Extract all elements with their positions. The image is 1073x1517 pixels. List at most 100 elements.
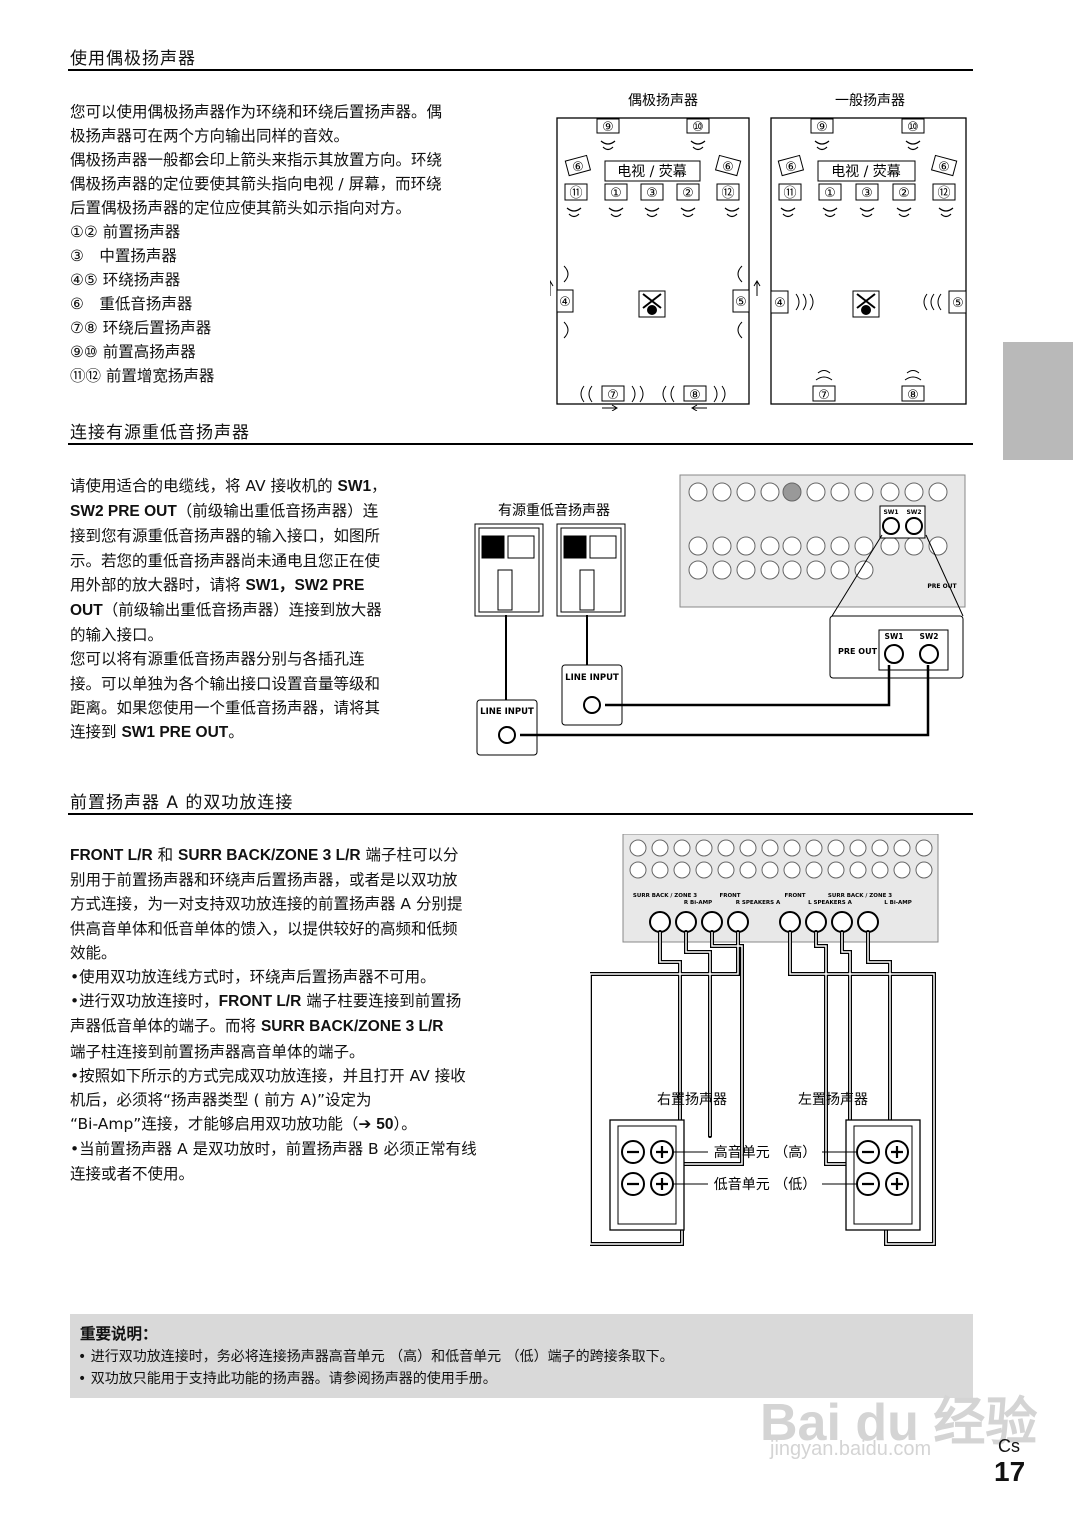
important-note-title: 重要说明： (80, 1325, 158, 1343)
section-rule (68, 813, 973, 815)
bold-term: SW2 PRE OUT (70, 503, 177, 521)
bold-term: 50 (376, 1116, 394, 1134)
speaker-9: ⑨ (602, 120, 614, 135)
bold-term: SURR BACK/ZONE 3 L/R (260, 1018, 444, 1036)
section-rule (68, 69, 973, 71)
text-line: 偶极扬声器一般都会印上箭头来指示其放置方向。环绕 (70, 151, 443, 169)
text-line: 接。可以单独为各个输出接口设置音量等级和 (70, 672, 387, 696)
speaker-6: ⑥ (938, 160, 950, 175)
text-segment: 别用于前置扬声器和环绕声后置扬声器，或者是以双功放 (70, 871, 458, 890)
line-input-label: LINE INPUT (480, 707, 534, 717)
section-title-subwoofer: 连接有源重低音扬声器 (70, 423, 250, 443)
text-segment: 距离。如果您使用一个重低音扬声器，请将其 (70, 698, 381, 717)
text-line: 连接到 SW1 PRE OUT。 (70, 720, 387, 745)
left-speaker-label: 左置扬声器 (798, 1092, 868, 1108)
sw1-label: SW1 (883, 509, 898, 516)
important-note-item: • 进行双功放连接时，务必将连接扬声器高音单元 （高）和低音单元 （低）端子的跨… (78, 1349, 674, 1365)
text-line: •按照如下所示的方式完成双功放连接，并且打开 AV 接收 (70, 1064, 477, 1088)
panel-label: R SPEAKERS A (736, 900, 781, 906)
dipole-text: 您可以使用偶极扬声器作为环绕和环绕后置扬声器。偶 极扬声器可在两个方向输出同样的… (70, 100, 442, 388)
text-segment: •进行双功放连接时， (70, 992, 219, 1011)
text-line: 后置偶极扬声器的定位应使其箭头如示指向对方。 (70, 199, 412, 217)
biamp-text: FRONT L/R 和 SURR BACK/ZONE 3 L/R 端子柱可以分别… (70, 843, 477, 1186)
text-segment: 用外部的放大器时，请将 (70, 575, 246, 594)
text-segment: •按照如下所示的方式完成双功放连接，并且打开 AV 接收 (70, 1066, 466, 1085)
speaker-6: ⑥ (722, 160, 734, 175)
sw1-label: SW1 (885, 632, 904, 641)
text-line: “Bi-Amp”连接，才能够启用双功放功能（➔ 50）。 (70, 1112, 477, 1137)
text-segment: 方式连接，为一对支持双功放连接的前置扬声器 A 分别提 (70, 895, 463, 914)
text-line: 效能。 (70, 941, 477, 965)
speaker-2: ② (682, 186, 694, 201)
text-line: 您可以使用偶极扬声器作为环绕和环绕后置扬声器。偶 (70, 103, 443, 121)
panel-label: L Bi-AMP (884, 900, 912, 906)
sw2-label: SW2 (920, 632, 939, 641)
text-line: FRONT L/R 和 SURR BACK/ZONE 3 L/R 端子柱可以分 (70, 843, 477, 868)
text-line: 供高音单体和低音单体的馈入，以提供较好的高频和低频 (70, 917, 477, 941)
text-segment: 供高音单体和低音单体的馈入，以提供较好的高频和低频 (70, 919, 458, 938)
text-segment: 端子柱连接到前置扬声器高音单体的端子。 (70, 1042, 365, 1061)
text-segment: 接到您有源重低音扬声器的输入接口，如图所 (70, 527, 381, 546)
speaker-layout-diagram: 偶极扬声器 一般扬声器 ⑨ ⑩ 电视 / 荧幕 ⑥ ⑥ ⑪ ① ③ ② ⑫ ④ … (550, 93, 967, 411)
speaker-12: ⑫ (721, 186, 734, 201)
text-segment: •使用双功放连线方式时，环绕声后置扬声器不可用。 (70, 968, 436, 987)
text-line: 接到您有源重低音扬声器的输入接口，如图所 (70, 524, 387, 548)
text-line: 用外部的放大器时，请将 SW1，SW2 PRE (70, 573, 387, 598)
tweeter-label: 高音单元 （高） (714, 1144, 816, 1161)
text-line: 方式连接，为一对支持双功放连接的前置扬声器 A 分别提 (70, 892, 477, 916)
text-segment: （前级输出重低音扬声器）连接到放大器 (102, 601, 382, 620)
speaker-8: ⑧ (689, 388, 701, 403)
text-segment: 连接到 (70, 723, 122, 742)
text-line: 连接或者不使用。 (70, 1162, 477, 1186)
panel-label: SURR BACK / ZONE 3 (633, 893, 697, 899)
text-line: 机后，必须将“扬声器类型 ( 前方 A)”设定为 (70, 1088, 477, 1112)
line-input-label: LINE INPUT (565, 673, 619, 683)
text-line: 声器低音单体的端子。而将 SURR BACK/ZONE 3 L/R (70, 1014, 477, 1039)
biamp-diagram: SURR BACK / ZONE 3 R Bi-AMP FRONT R SPEA… (590, 834, 939, 1246)
text-line: 您可以将有源重低音扬声器分别与各插孔连 (70, 647, 387, 671)
legend-item: ⑦⑧ 环绕后置扬声器 (70, 319, 212, 337)
section-title-biamp: 前置扬声器 A 的双功放连接 (70, 793, 294, 813)
speaker-3: ③ (646, 186, 658, 201)
text-line: •使用双功放连线方式时，环绕声后置扬声器不可用。 (70, 965, 477, 989)
right-speaker-label: 右置扬声器 (657, 1092, 727, 1108)
speaker-8: ⑧ (907, 388, 919, 403)
text-segment: ， (371, 477, 387, 495)
text-line: 极扬声器可在两个方向输出同样的音效。 (70, 127, 350, 145)
legend-item: ⑪⑫ 前置增宽扬声器 (70, 367, 215, 385)
text-segment: 。 (228, 723, 244, 742)
watermark-logo: Bai du 经验 (760, 1394, 1038, 1452)
legend-item: ④⑤ 环绕扬声器 (70, 271, 181, 289)
text-line: 示。若您的重低音扬声器尚未通电且您正在使 (70, 549, 387, 573)
bold-term: SW1 (337, 478, 372, 495)
text-segment: 您可以将有源重低音扬声器分别与各插孔连 (70, 650, 365, 669)
panel-label: SURR BACK / ZONE 3 (828, 893, 892, 899)
pre-out-label: PRE OUT (838, 647, 878, 656)
speaker-1: ① (610, 186, 622, 201)
text-segment: ）。 (393, 1115, 417, 1134)
bold-term: SW1，SW2 PRE (245, 576, 365, 594)
subwoofer-text: 请使用适合的电缆线，将 AV 接收机的 SW1， SW2 PRE OUT （前级输出… (70, 474, 387, 745)
text-line: 请使用适合的电缆线，将 AV 接收机的 SW1， (70, 474, 387, 499)
speaker-2: ② (898, 186, 910, 201)
speaker-7: ⑦ (607, 388, 619, 403)
text-segment: 声器低音单体的端子。而将 (70, 1017, 261, 1036)
text-segment: “Bi-Amp”连接，才能够启用双功放功能（➔ (70, 1115, 377, 1134)
speaker-9: ⑨ (816, 120, 828, 135)
important-note-box: 重要说明： • 进行双功放连接时，务必将连接扬声器高音单元 （高）和低音单元 （… (70, 1314, 973, 1398)
sw2-label: SW2 (906, 509, 921, 516)
text-line: 的输入接口。 (70, 623, 387, 647)
speaker-11: ⑪ (783, 186, 796, 201)
side-tab-marker (1003, 342, 1073, 460)
section-title-dipole: 使用偶极扬声器 (70, 49, 196, 69)
speaker-6: ⑥ (572, 160, 584, 175)
page-number: 17 (994, 1456, 1026, 1487)
section-rule (68, 443, 973, 445)
text-line: 距离。如果您使用一个重低音扬声器，请将其 (70, 696, 387, 720)
panel-label: FRONT (719, 893, 740, 899)
panel-label: L SPEAKERS A (808, 900, 853, 906)
text-line: 偶极扬声器的定位要使其箭头指向电视 / 屏幕，而环绕 (70, 175, 442, 193)
speaker-5: ⑤ (735, 295, 747, 310)
panel-label: R Bi-AMP (684, 900, 712, 906)
text-segment: 请使用适合的电缆线，将 AV 接收机的 (70, 477, 338, 495)
